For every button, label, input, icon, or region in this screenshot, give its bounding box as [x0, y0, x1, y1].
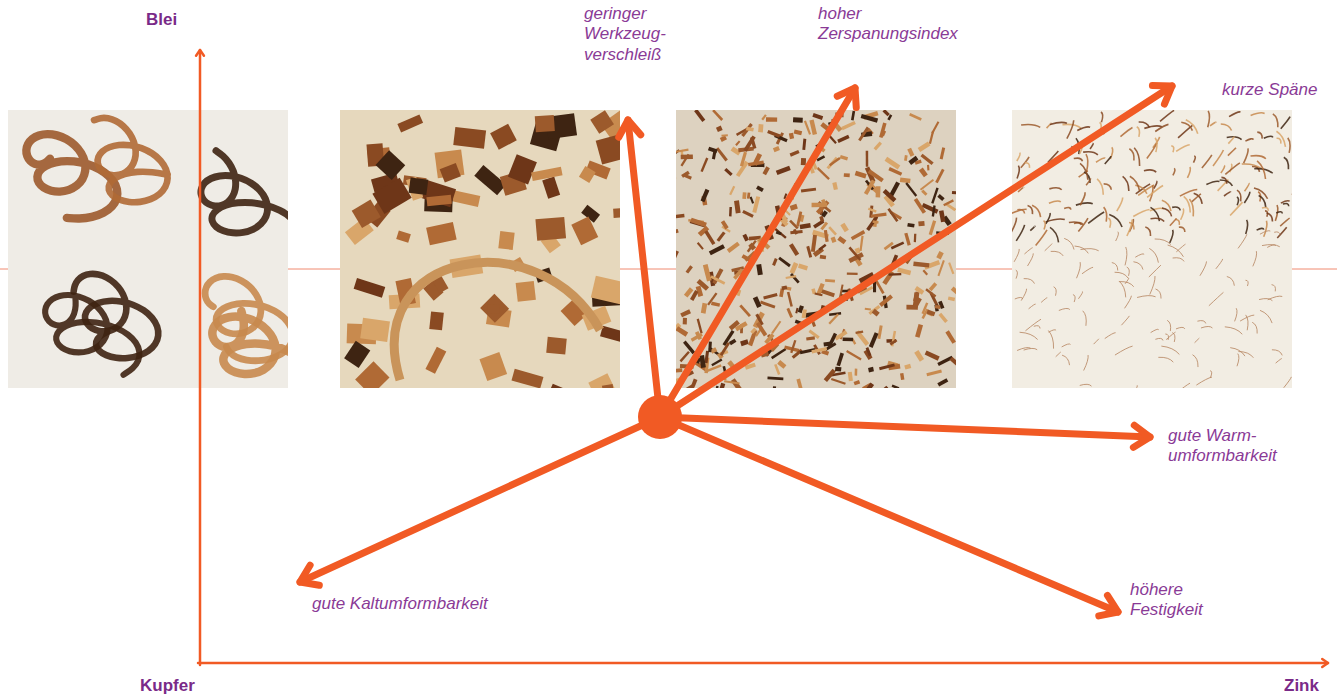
axis-arrow [198, 659, 1328, 667]
axis-label: Blei [146, 10, 177, 30]
property-label: gute Warm- umformbarkeit [1168, 426, 1298, 467]
chip-photo [8, 110, 288, 388]
axis-label: Kupfer [140, 676, 195, 696]
property-arrow [660, 417, 1150, 447]
property-label: hoher Zerspanungsindex [818, 4, 978, 45]
property-arrow [300, 417, 660, 585]
property-arrow [660, 88, 856, 417]
chip-photo [340, 110, 620, 388]
property-label: kurze Späne [1222, 80, 1317, 100]
property-arrow [660, 417, 1118, 616]
property-arrow [619, 120, 660, 417]
chip-photo [1012, 110, 1292, 388]
axis-arrow [196, 50, 204, 665]
property-label: gute Kaltumformbarkeit [312, 594, 488, 614]
center-dot [638, 395, 682, 439]
property-arrow [660, 85, 1172, 417]
property-label: höhere Festigkeit [1130, 580, 1230, 621]
property-label: geringer Werkzeug- verschleiß [584, 4, 684, 65]
axis-label: Zink [1284, 676, 1319, 696]
